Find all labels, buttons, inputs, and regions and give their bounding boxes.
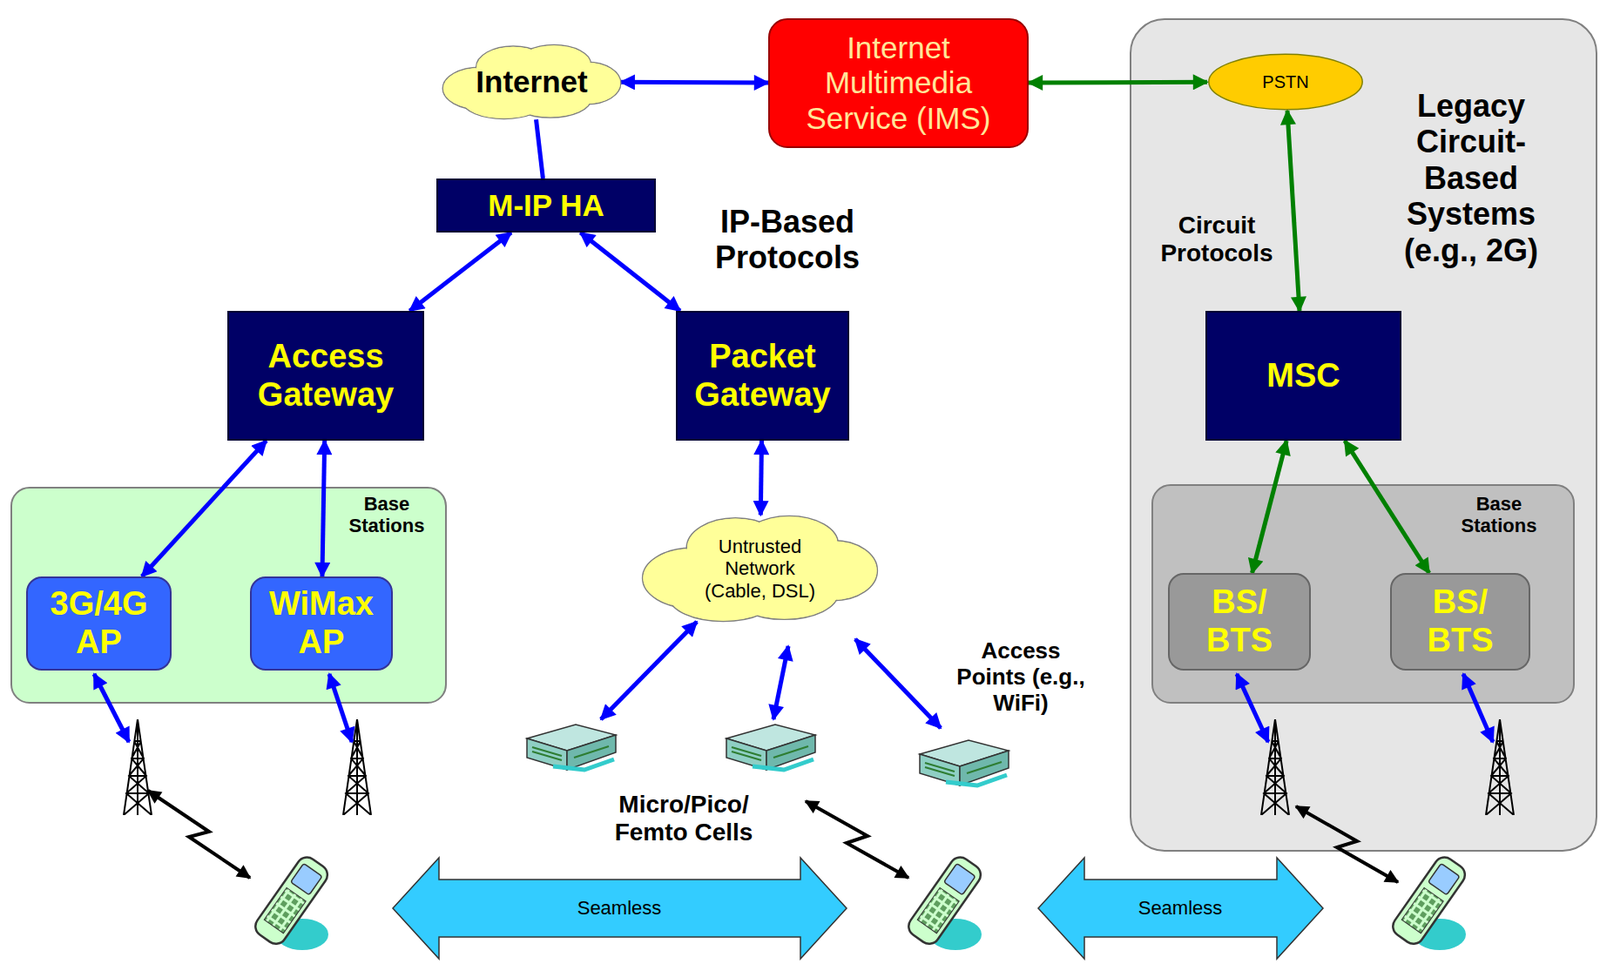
cloud-fill <box>554 62 621 104</box>
annotation-label-holder: Seamless <box>1110 897 1250 919</box>
network-link <box>855 639 941 729</box>
wireless-link <box>805 801 909 878</box>
radio-link <box>1463 674 1493 743</box>
wireless-link <box>1296 806 1398 883</box>
annotation-label: Circuit Protocols <box>1151 211 1283 268</box>
annotation-label: Seamless <box>549 897 689 919</box>
process-box: MSC <box>1205 310 1402 441</box>
process-box: BS/ BTS <box>1167 573 1311 671</box>
node-label: MSC <box>1266 357 1340 396</box>
process-box: Packet Gateway <box>675 310 850 441</box>
mobile-phone <box>251 853 332 951</box>
mobile-phone <box>1389 853 1470 951</box>
seamless-arrow <box>392 857 847 959</box>
connector-arrow <box>1252 440 1288 574</box>
process-box: Internet Multimedia Service (IMS) <box>768 18 1029 149</box>
annotation-label-holder: IP-Based Protocols <box>695 203 879 277</box>
node-label: BS/ BTS <box>1176 583 1303 660</box>
access-point-icon <box>726 724 816 770</box>
process-box: M-IP HA <box>436 178 656 233</box>
cloud-fill <box>669 573 777 621</box>
node-label: Internet <box>453 64 611 100</box>
radio-link <box>1236 674 1269 743</box>
node-label: Packet Gateway <box>684 337 841 414</box>
connector-arrow <box>409 232 511 311</box>
annotation-label-holder: Circuit Protocols <box>1151 211 1283 268</box>
connector-arrow <box>141 440 267 577</box>
connector-arrow <box>322 440 325 577</box>
node-label: PSTN <box>1220 72 1351 93</box>
cloud-outline <box>553 61 622 105</box>
annotation-label: Micro/Pico/ Femto Cells <box>596 790 771 847</box>
process-box: Access Gateway <box>227 310 425 441</box>
ellipse-outline <box>1208 54 1363 109</box>
ellipse-node: PSTN <box>1207 53 1364 111</box>
region-title: Base Stations <box>1450 492 1548 538</box>
process-box: BS/ BTS <box>1390 573 1531 671</box>
cloud-fill <box>463 85 544 119</box>
region-panel: Base StationsBS/ BTS BS/ BTS <box>1151 484 1575 704</box>
node-label: M-IP HA <box>487 188 605 223</box>
wireless-link <box>148 790 1398 883</box>
annotation-label-holder: Micro/Pico/ Femto Cells <box>596 790 771 847</box>
cloud-shape: Untrusted Network (Cable, DSL) <box>637 510 883 628</box>
wireless-link <box>148 790 250 878</box>
cloud-fill <box>517 45 591 84</box>
network-link <box>600 621 697 720</box>
cloud-shape: Internet <box>438 40 625 123</box>
connector-arrow <box>760 440 762 515</box>
region-panel: Legacy Circuit- Based Systems (e.g., 2G)… <box>1129 18 1598 852</box>
network-link <box>600 621 941 729</box>
node-label: WiMax AP <box>258 585 385 662</box>
process-box: WiMax AP <box>249 576 393 671</box>
connector-arrow <box>621 80 769 86</box>
annotation-label: IP-Based Protocols <box>695 203 879 277</box>
connector-arrow <box>580 232 680 311</box>
annotation-label-holder: Seamless <box>549 897 689 919</box>
connector-arrow <box>1344 440 1430 574</box>
node-label: 3G/4G AP <box>34 585 163 662</box>
radio-link <box>94 674 129 743</box>
region-panel: Base Stations 3G/4G AP WiMax AP <box>10 486 447 704</box>
region-title: Base Stations <box>337 492 436 538</box>
annotation-label: Seamless <box>1110 897 1250 919</box>
annotation-label-holder: Access Points (e.g., WiFi) <box>945 638 1098 717</box>
access-point-icon <box>919 740 1009 786</box>
connector-arrow <box>1028 80 1208 86</box>
node-label: Access Gateway <box>236 337 416 414</box>
node-label: BS/ BTS <box>1398 583 1522 660</box>
radio-link <box>329 674 352 743</box>
annotation-label: Access Points (e.g., WiFi) <box>945 638 1098 717</box>
mobile-phone <box>904 853 986 951</box>
node-label: Untrusted Network (Cable, DSL) <box>695 535 826 602</box>
connector-arrow <box>1287 110 1300 311</box>
connector-arrow <box>536 119 544 179</box>
node-label: Internet Multimedia Service (IMS) <box>776 30 1020 136</box>
access-point-icon <box>526 724 616 770</box>
seamless-arrow <box>1038 857 1324 959</box>
radio-tower <box>123 719 152 816</box>
region-title: Legacy Circuit- Based Systems (e.g., 2G) <box>1387 87 1555 269</box>
process-box: 3G/4G AP <box>26 576 172 671</box>
network-link <box>773 646 789 720</box>
